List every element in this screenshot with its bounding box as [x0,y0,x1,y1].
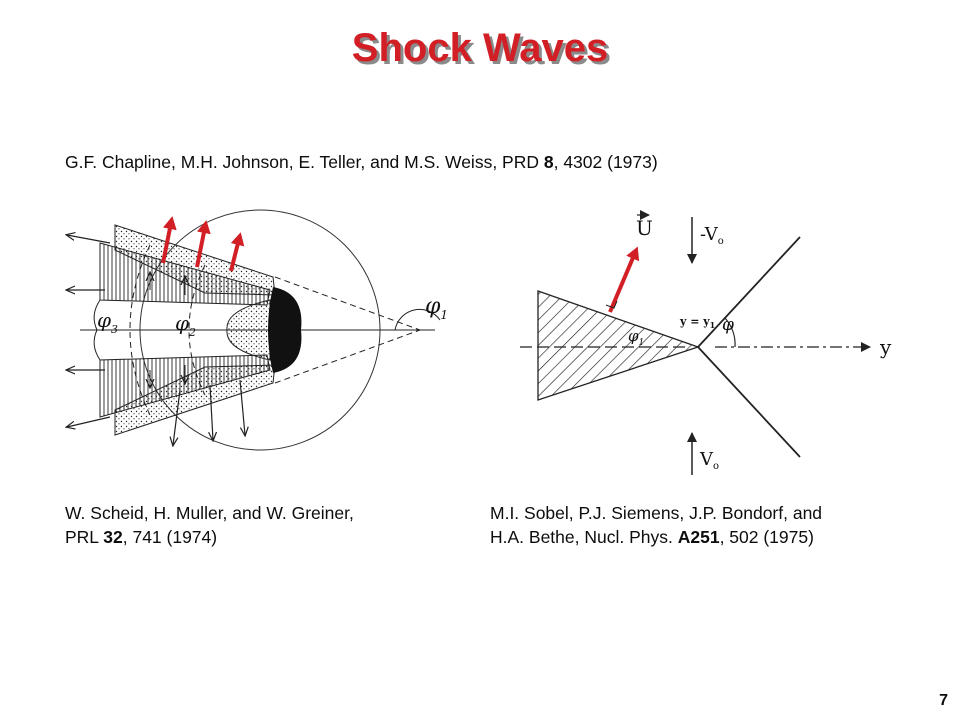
ref-right-line1: M.I. Sobel, P.J. Siemens, J.P. Bondorf, … [490,503,823,523]
label-phi: φ [722,315,734,335]
red-arrow-2 [195,220,211,268]
ref-top-rest: , 4302 (1973) [553,152,658,172]
figure-sobel-wedge-diagram: U -Vo Vo y y = y1 φ φ1 [520,210,892,475]
label-phi3: φ3 [97,308,118,336]
reference-sobel: M.I. Sobel, P.J. Siemens, J.P. Bondorf, … [490,501,822,549]
ref-left-line1: W. Scheid, H. Muller, and W. Greiner, [65,503,354,523]
label-u: U [636,216,653,240]
reference-scheid: W. Scheid, H. Muller, and W. Greiner, PR… [65,501,354,549]
slide-title: Shock Waves [351,26,609,70]
label-phi1: φ1 [425,294,448,322]
label-phi1-right: φ1 [628,327,644,348]
label-y-axis: y [879,335,892,359]
ref-top-authors: G.F. Chapline, M.H. Johnson, E. Teller, … [65,152,544,172]
label-phi2: φ2 [175,311,196,339]
label-y-eq-y1: y = y1 [679,315,715,330]
red-arrow-u [608,246,640,313]
red-arrow-3 [229,232,245,272]
ref-left-line2: PRL 32, 741 (1974) [65,527,218,547]
red-arrow-1 [161,216,177,264]
label-v0: Vo [699,449,719,472]
page-number: 7 [939,692,948,709]
reference-chapline: G.F. Chapline, M.H. Johnson, E. Teller, … [65,150,658,174]
ref-top-volume: 8 [543,152,554,172]
ref-right-line2: H.A. Bethe, Nucl. Phys. A251, 502 (1975) [490,527,814,547]
figure-scheid-shock-diagram: φ1 φ2 φ3 [55,209,448,451]
label-minus-v0: -Vo [700,224,724,247]
